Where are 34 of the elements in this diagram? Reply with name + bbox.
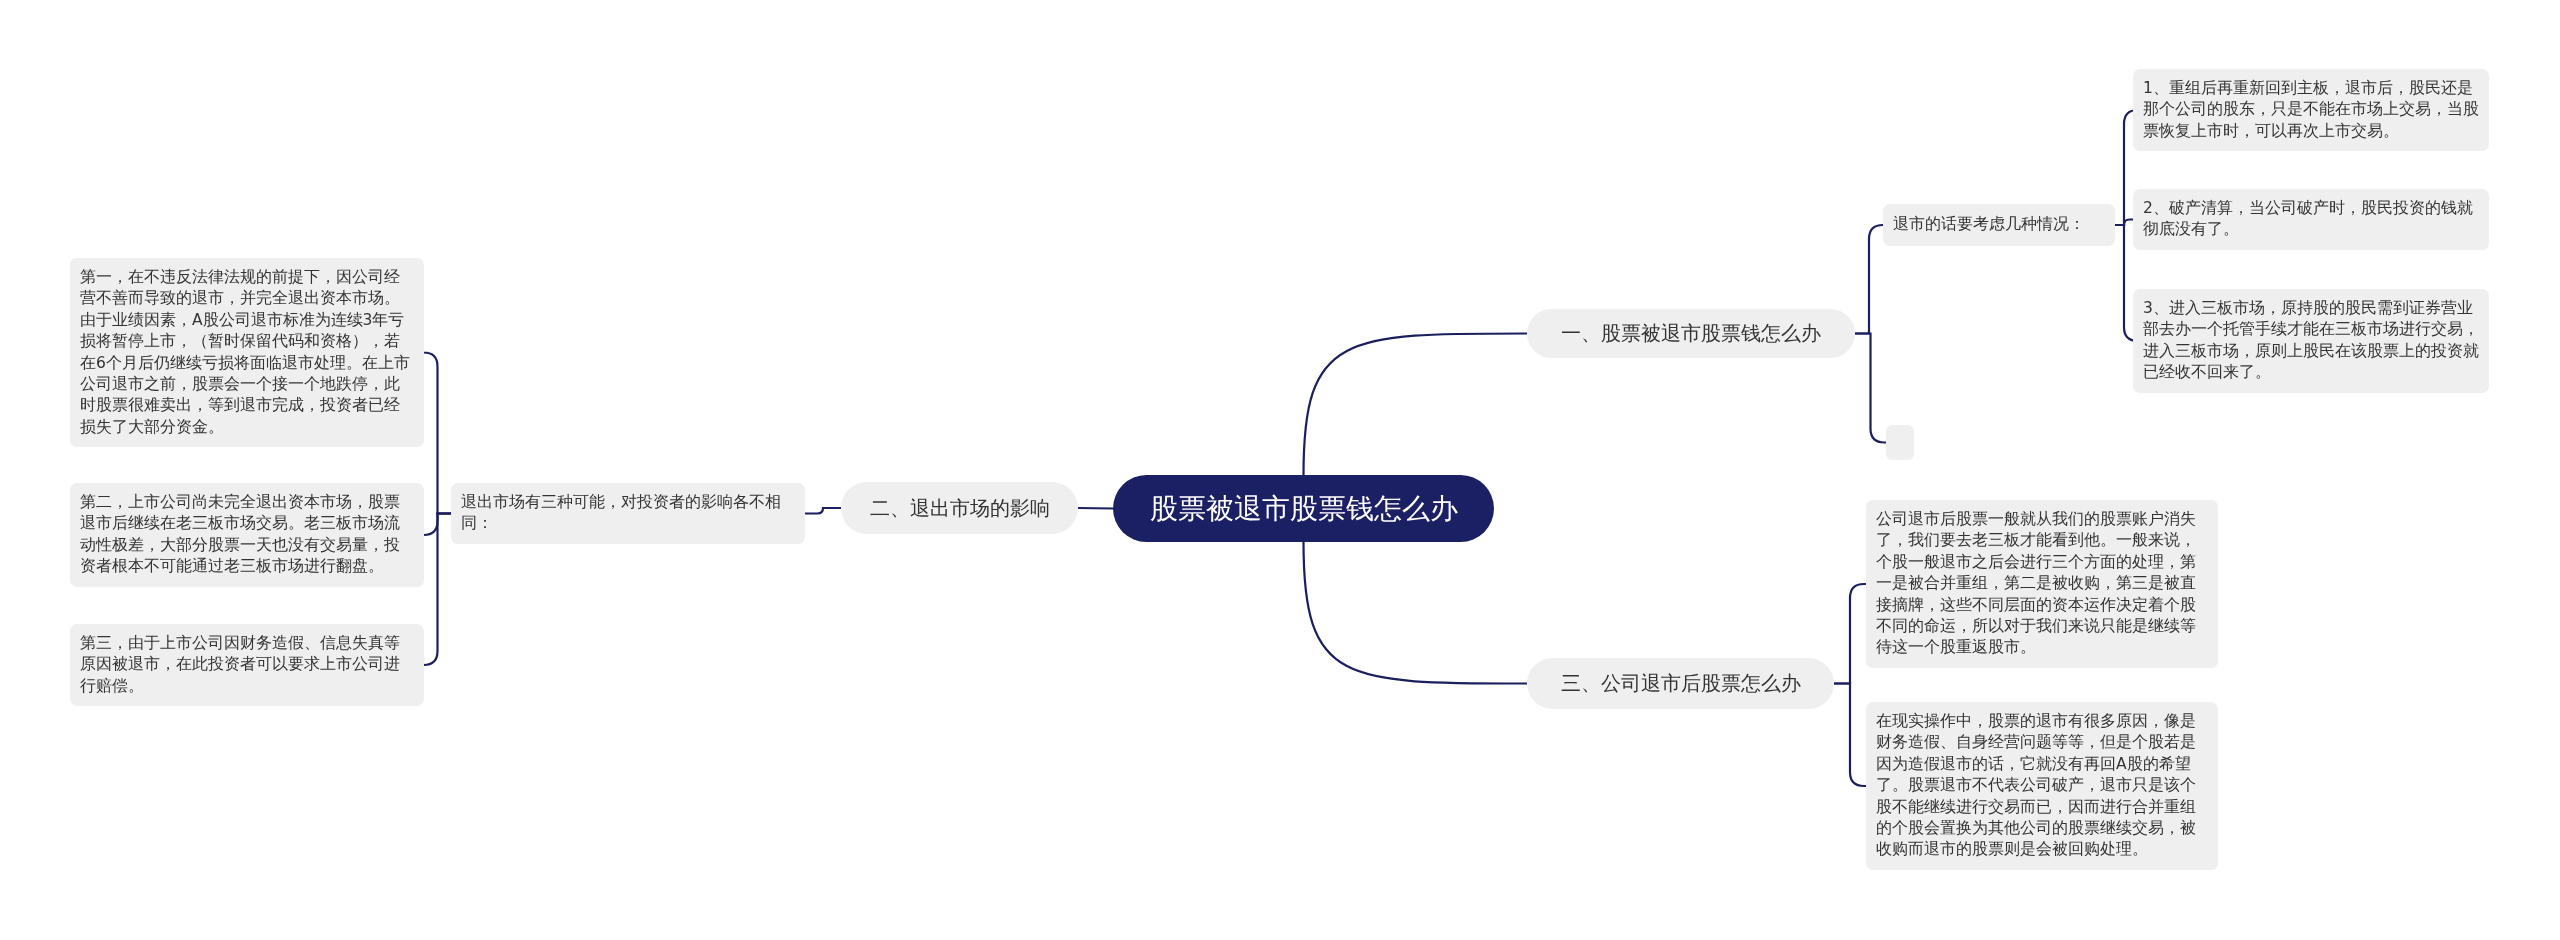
note-text: 公司退市后股票一般就从我们的股票账户消失了，我们要去老三板才能看到他。一般来说，个股一般退市之后会进行三个方面的处理，第一是被合并重组，第二是被收购，第三是被直接摘牌，这些不同层面的资本运作决定着个股不同的命运，所以对于我们来说只能是继续等待这一个股重返股市。 [1876, 509, 2197, 659]
note-text: 1、重组后再重新回到主板，退市后，股民还是那个公司的股东，只是不能在市场上交易，当股票恢复上市时，可以再次上市交易。 [2143, 78, 2479, 142]
connector-line [1302, 541, 1527, 685]
note-text: 第一，在不违反法律法规的前提下，因公司经营不善而导致的退市，并完全退出资本市场。由于业绩因素，A股公司退市标准为连续3年亏损将暂停上市，（暂时保留代码和资格），若在6个月后仍继续亏损将面临退市处理。在上市公司退市之前，股票会一个接一个地跌停，此时股票很难卖出，等到退市完成，投资者已经损失了大部分资金。 [80, 267, 411, 438]
connector-line [1078, 506, 1113, 510]
topic-box [1527, 309, 1855, 358]
topic-box [841, 482, 1078, 534]
note-box [1866, 500, 2218, 668]
note-box [1866, 702, 2218, 870]
topic-box [1527, 658, 1834, 709]
topic-text: 一、股票被退市股票钱怎么办 [1561, 320, 1821, 347]
topic-text: 三、公司退市后股票怎么办 [1560, 670, 1801, 697]
note-box [451, 483, 805, 544]
note-box [70, 483, 424, 587]
note-box [2133, 289, 2489, 393]
note-box [70, 624, 424, 707]
note-text: 3、进入三板市场，原持股的股民需到证券营业部去办一个托管手续才能在三板市场进行交易，进入三板市场，原则上股民在该股票上的投资就已经收不回来了。 [2143, 298, 2479, 384]
connector-line [1834, 682, 1866, 788]
central-topic-text: 股票被退市股票钱怎么办 [1149, 490, 1458, 527]
empty-box [1886, 425, 1914, 460]
note-box [2133, 189, 2489, 250]
connector-line [422, 512, 451, 667]
note-box [70, 258, 424, 447]
note-text: 2、破产清算，当公司破产时，股民投资的钱就彻底没有了。 [2143, 198, 2474, 241]
connector-line [805, 506, 841, 515]
note-text: 在现实操作中，股票的退市有很多原因，像是财务造假、自身经营问题等等，但是个股若是因为造假退市的话，它就没有再回A股的希望了。股票退市不代表公司破产，退市只是该个股不能继续进行交易而已，因而进行合并重组的个股会置换为其他公司的股票继续交易，被收购而退市的股票则是会被回购处理。 [1876, 711, 2197, 861]
note-box [2133, 69, 2489, 152]
connector-line [1302, 332, 1527, 476]
note-text: 退市的话要考虑几种情况： [1893, 214, 2085, 236]
note-box [1883, 204, 2115, 246]
note-text: 第三，由于上市公司因财务造假、信息失真等原因被退市，在此投资者可以要求上市公司进行赔偿。 [80, 633, 401, 697]
note-text: 第二，上市公司尚未完全退出资本市场，股票退市后继续在老三板市场交易。老三板市场流动性极差，大部分股票一天也没有交易量，投资者根本不可能通过老三板市场进行翻盘。 [80, 492, 401, 578]
topic-text: 二、退出市场的影响 [869, 494, 1050, 522]
note-text: 退出市场有三种可能，对投资者的影响各不相同： [461, 492, 782, 535]
